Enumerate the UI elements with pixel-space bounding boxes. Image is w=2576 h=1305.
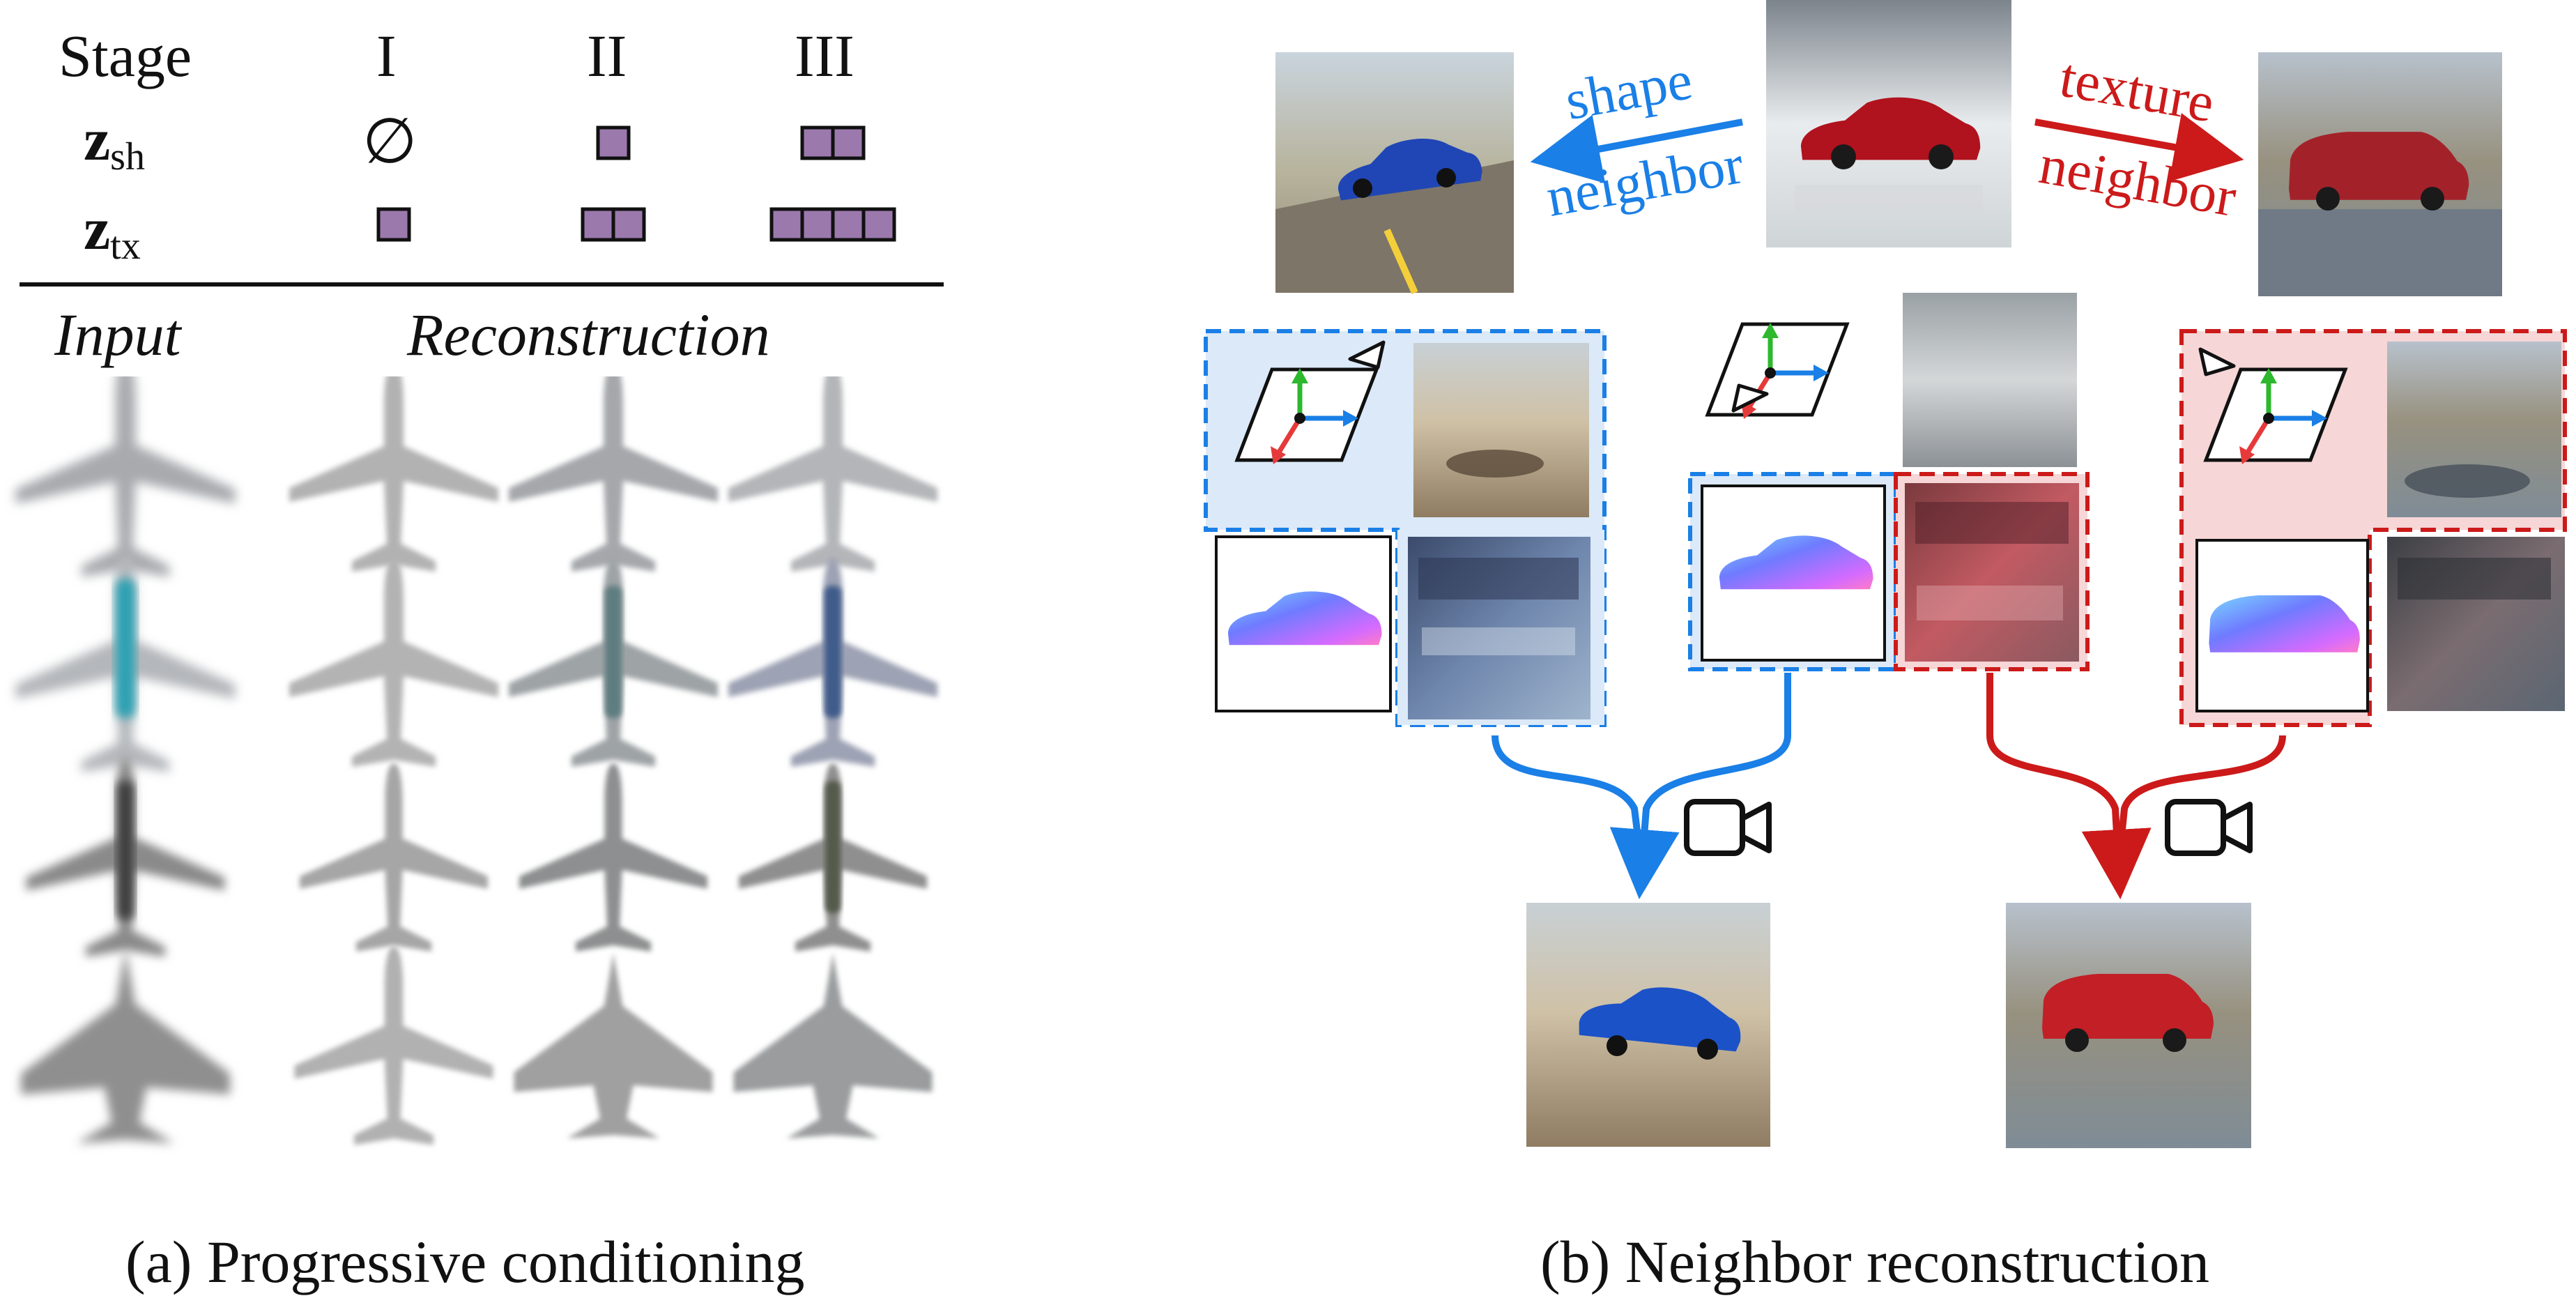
airplane-grid [15,376,937,1145]
output-shape-image [1526,903,1770,1147]
blue-merge-right [1609,673,1791,899]
zsh-label: zsh [84,105,145,178]
input-jet-4 [21,948,230,1143]
panel-a: Stage I II III zsh ztx ∅ Input Reconstru… [0,0,962,1305]
stage-header-label: Stage [59,22,192,89]
input-car-image [1766,0,2011,247]
ztx-symbol: z [84,195,111,262]
block-grid [376,125,896,242]
recon-plane-3a [300,763,488,952]
right-bg-image [2387,342,2561,517]
middle-normal-image [1701,484,1886,662]
recon-plane-3b [519,763,707,952]
middle-pose-icon [1708,323,1847,419]
video-camera-icon-red [2168,802,2250,853]
caption-a: (a) Progressive conditioning [125,1228,805,1295]
zsh-symbol: z [84,106,111,173]
stage-2-label: II [587,22,627,89]
texture-arrow [2034,113,2244,182]
neighbor-diagram [1204,0,2567,1148]
red-merge-right [2115,735,2286,865]
ztx-label: ztx [84,194,141,268]
recon-jet-4c [733,953,933,1138]
recon-jet-4b [514,953,713,1138]
shape-arrow [1530,114,1743,184]
red-merge-left [1986,673,2152,899]
stage-3-label: III [795,22,854,89]
header-divider [20,282,944,287]
ztx-blocks [376,207,896,242]
texture-neighbor-image [2258,52,2502,296]
shape-neighbor-image [1275,52,1514,295]
recon-plane-4a [294,946,493,1145]
caption-b: (b) Neighbor reconstruction [1540,1228,2210,1295]
input-plane-2-fuselage [116,579,135,718]
video-camera-icon-blue [1687,802,1769,853]
recon-plane-3c-fuselage [825,781,841,913]
panel-b: shape neighbor texture neighbor (b) Neig… [1178,0,2576,1305]
recon-plane-2c-fuselage [825,586,841,718]
zsh-block-stage-2 [596,125,631,160]
recon-plane-1a [289,376,498,572]
right-texture-image [2387,537,2565,711]
ztx-subscript: tx [110,224,141,268]
empty-set-symbol: ∅ [362,107,417,176]
input-column-heading: Input [54,301,181,368]
left-texture-image [1408,537,1590,719]
left-bg-image [1413,343,1589,517]
zsh-subscript: sh [110,135,145,178]
recon-plane-1b [509,376,718,572]
blue-merge-left [1492,735,1645,865]
left-normal-image [1215,535,1392,712]
input-plane-3-fuselage [117,781,134,920]
recon-plane-2a [289,558,498,767]
zsh-blocks [596,125,866,160]
recon-plane-2b-fuselage [605,586,622,718]
right-normal-image [2195,539,2369,712]
reconstruction-column-heading: Reconstruction [407,301,770,368]
input-plane-1 [15,376,236,577]
stage-1-label: I [376,22,397,89]
recon-plane-1c [728,376,937,572]
middle-texture-image [1905,483,2079,662]
middle-bg-image [1903,293,2077,467]
output-texture-image [2006,903,2251,1148]
ztx-block-stage-1 [376,207,411,242]
